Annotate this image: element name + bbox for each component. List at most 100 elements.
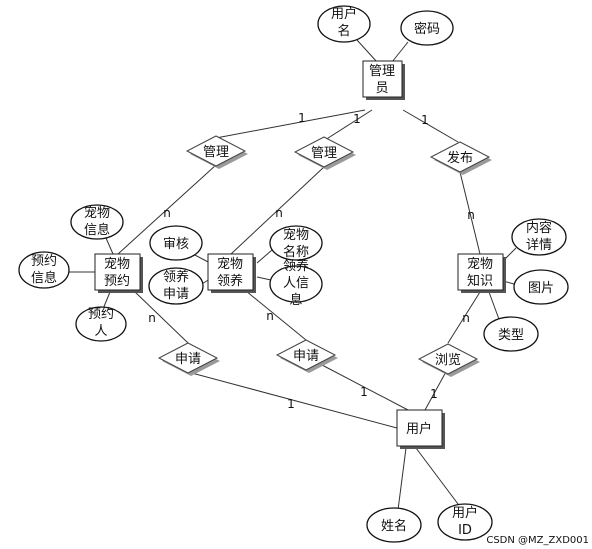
edge-browse-user [424,369,448,411]
attribute-adoption-pet-name: 宠物 名称 [269,225,323,261]
attribute-user-id: 用户 ID [437,503,493,541]
attribute-ellipse [483,316,539,352]
relationship-publish: 发布 [429,141,492,175]
attribute-ellipse [148,267,204,305]
cardinality-knowledge-browse: n [462,311,470,325]
entity-label-line1: 宠物 [467,256,493,272]
edge-admin-username [356,39,378,63]
edge-apply-adoption-user [321,364,409,411]
cardinality-admin-manage-reservation: 1 [298,111,306,125]
cardinality-user-apply-reservation: 1 [287,397,295,411]
attribute-label-line1: 领养 [283,258,309,274]
relationship-apply-reservation: 申请 [157,342,220,376]
relationship-label: 浏览 [435,352,461,368]
attribute-ellipse [513,269,569,305]
cardinality-adoption-manage: n [275,206,283,220]
entity-box [207,253,254,291]
relationship-manage-adoption: 管理 [293,136,356,170]
attribute-knowledge-type: 类型 [483,316,539,352]
cardinality-reservation-manage: n [163,206,171,220]
cardinality-labels: 1 1 1 n n n n n n 1 1 1 [148,111,475,411]
diamond-shape [275,339,337,371]
edge-reservation-person [102,291,111,310]
attribute-label-line1: 领养 [163,269,189,285]
relationship-label: 管理 [311,146,337,161]
attribute-adoption-person-info: 领养 人信 息 [269,258,323,308]
attribute-ellipse [317,5,371,43]
relationship-label: 申请 [175,352,201,367]
attribute-adoption-application: 领养 申请 [148,267,204,305]
attribute-label: 图片 [528,281,554,296]
edge-knowledge-browse [447,291,481,344]
attribute-label: 审核 [163,237,189,252]
diamond-shape [185,135,247,167]
attribute-label-line1: 宠物 [84,205,110,221]
relationship-manage-reservation: 管理 [185,135,248,169]
attribute-label-line2: 信息 [84,222,110,238]
attribute-knowledge-content: 内容 详情 [511,218,567,256]
attribute-label-line2: 名称 [283,244,309,260]
edge-manage-adoption [230,166,325,255]
edge-reservation-apply [133,290,189,344]
cardinality-admin-publish: 1 [421,113,429,127]
edge-adoption-apply [245,290,307,341]
cardinality-user-browse: 1 [430,387,438,401]
diamond-shape [429,141,491,173]
entity-box [396,409,443,447]
entity-box [362,60,403,98]
edge-adoption-petname [256,249,273,264]
entity-label: 用户 [406,421,432,437]
attribute-knowledge-image: 图片 [513,269,569,305]
edge-user-name [397,447,407,511]
entity-user: 用户 [396,409,445,449]
cardinality-adoption-apply: n [266,309,274,323]
entity-label-line2: 预约 [104,274,130,289]
attribute-label: 类型 [498,328,524,343]
edge-apply-reservation-user [187,371,398,429]
attribute-reservation-info: 预约 信息 [18,251,70,289]
edge-knowledge-type [488,291,501,323]
attribute-reservation-person: 预约 人 [75,306,127,342]
attribute-label-line1: 用户 [331,6,357,22]
attribute-label-line2: 申请 [163,287,189,302]
diamond-shape [293,136,355,168]
entity-label-line2: 员 [375,81,388,96]
attribute-label-line1: 预约 [31,254,57,269]
attribute-ellipse [70,204,124,240]
entity-label-line1: 管理 [369,64,395,79]
edge-reservation-petinfo [105,237,114,255]
edge-manage-reservation [117,164,217,255]
relationship-label: 管理 [203,145,229,160]
entity-pet-reservation: 宠物 预约 [94,253,143,293]
attribute-label-line2: ID [458,523,472,538]
edge-admin-publish [402,109,459,143]
attribute-ellipse [18,251,70,289]
diamond-shape [157,342,219,374]
attribute-label-line1: 预约 [88,307,114,322]
attribute-label-line3: 息 [289,292,302,308]
attribute-ellipse [149,225,203,261]
attribute-adoption-review: 审核 [149,225,203,261]
cardinality-admin-manage-adoption: 1 [353,112,361,126]
cardinality-reservation-apply: n [148,311,156,325]
attribute-ellipse [437,503,493,541]
attribute-label-line2: 详情 [526,238,552,253]
attribute-ellipse [366,507,422,543]
attribute-ellipse [511,218,567,256]
attribute-user-name: 姓名 [366,507,422,543]
entity-pet-adoption: 宠物 领养 [207,253,256,293]
entity-box [94,253,141,291]
cardinality-user-apply-adoption: 1 [360,385,368,399]
entity-box [457,253,504,291]
watermark: CSDN @MZ_ZXD001 [486,535,589,546]
edge-publish-knowledge [459,171,481,255]
relationship-browse: 浏览 [417,343,480,377]
attribute-admin-username: 用户 名 [317,5,371,43]
attribute-ellipse [269,225,323,261]
attribute-admin-password: 密码 [400,10,454,46]
entity-label-line1: 宠物 [217,256,243,272]
diamond-shape [417,343,479,375]
attribute-reservation-pet-info: 宠物 信息 [70,204,124,240]
attribute-label-line2: 人信 [283,276,309,291]
entity-pet-knowledge: 宠物 知识 [457,253,506,293]
